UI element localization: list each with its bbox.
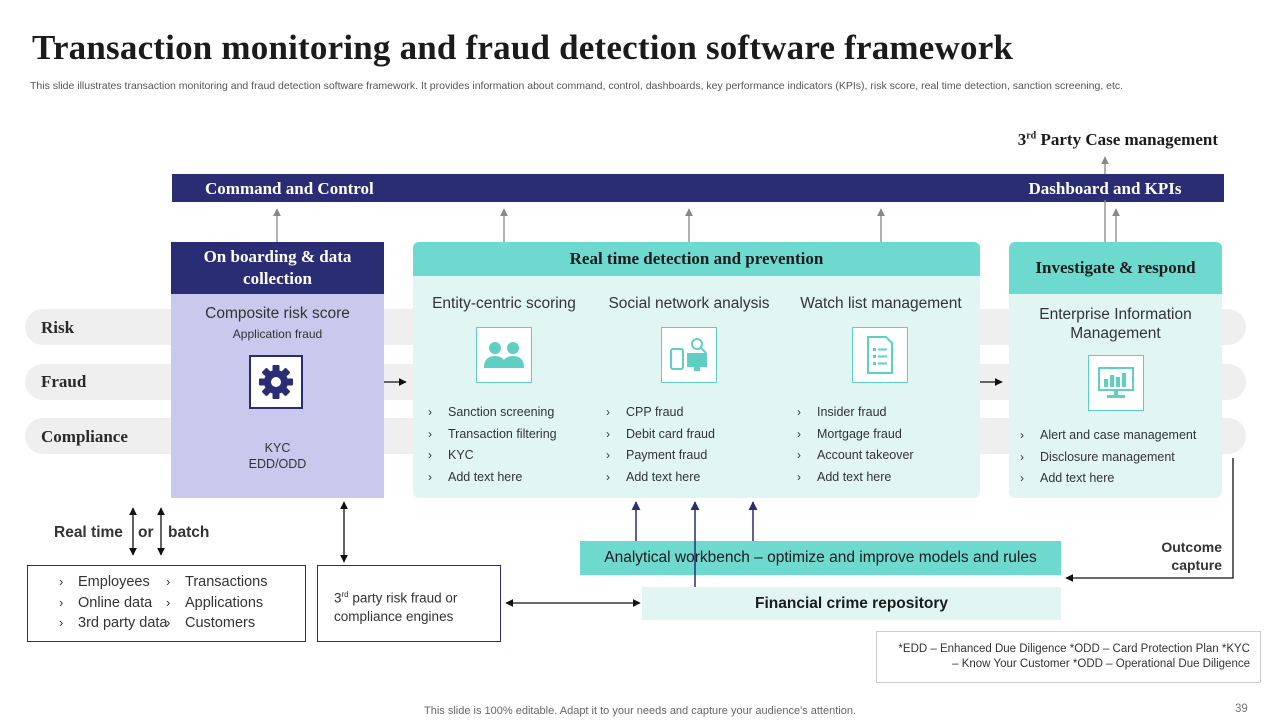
checklist-icon — [852, 327, 908, 383]
social-network-list: ›CPP fraud ›Debit card fraud ›Payment fr… — [606, 402, 715, 488]
list-item: ›Transaction filtering — [428, 426, 557, 441]
investigate-list: ›Alert and case management ›Disclosure m… — [1020, 425, 1196, 490]
outcome-capture-label: Outcome capture — [1161, 539, 1222, 573]
list-item: ›Employees — [59, 574, 150, 590]
command-control-bar — [172, 174, 1224, 202]
legend-line-1: *EDD – Enhanced Due Diligence *ODD – Car… — [898, 643, 1250, 655]
list-item: ›Disclosure management — [1020, 449, 1175, 464]
gear-icon — [249, 355, 303, 409]
list-item: ›Payment fraud — [606, 448, 708, 462]
page-title: Transaction monitoring and fraud detecti… — [32, 28, 1014, 67]
application-fraud-label: Application fraud — [232, 327, 323, 341]
list-item: ›3rd party data — [59, 615, 168, 631]
list-item: ›Add text here — [428, 469, 523, 484]
list-item: ›Alert and case management — [1020, 428, 1197, 442]
dashboard-kpis-label: Dashboard and KPIs — [1028, 179, 1182, 198]
edd-odd-label: EDD/ODD — [248, 457, 307, 471]
third-party-engines-label: 3rd party risk fraud or compliance engin… — [334, 590, 458, 624]
realtime-detection-header: Real time detection and prevention — [413, 242, 980, 276]
social-network-analysis-title: Social network analysis — [608, 295, 770, 312]
row-label-compliance: Compliance — [41, 427, 128, 446]
footer-note: This slide is 100% editable. Adapt it to… — [424, 705, 856, 717]
list-item: ›Mortgage fraud — [797, 426, 902, 441]
watch-list-management-title: Watch list management — [800, 295, 962, 312]
legend-line-2: – Know Your Customer *ODD – Operational … — [952, 657, 1250, 670]
list-item: ›Online data — [59, 594, 153, 611]
list-item: ›Account takeover — [797, 448, 914, 462]
investigate-respond-header: Investigate & respond — [1009, 242, 1222, 294]
real-time-label: Real time — [54, 524, 123, 541]
batch-label: batch — [168, 524, 210, 541]
list-item: ›Add text here — [1020, 471, 1115, 485]
or-label: or — [138, 524, 154, 541]
financial-crime-repository-bar: Financial crime repository — [642, 587, 1061, 620]
command-control-label: Command and Control — [205, 179, 374, 198]
row-label-fraud: Fraud — [41, 372, 87, 391]
composite-risk-score-label: Composite risk score — [205, 305, 350, 322]
abbreviations-legend: *EDD – Enhanced Due Diligence *ODD – Car… — [876, 631, 1261, 683]
analytical-workbench-bar: Analytical workbench – optimize and impr… — [580, 541, 1061, 575]
arrow-outcome-capture — [1065, 458, 1234, 582]
third-party-engines-box — [317, 565, 501, 642]
kyc-label: KYC — [264, 441, 291, 455]
list-item: ›Insider fraud — [797, 405, 887, 419]
monitor-chart-icon — [1088, 355, 1144, 411]
enterprise-information-management-title: Enterprise Information Management — [1039, 306, 1192, 342]
list-item: ›Add text here — [606, 469, 701, 484]
data-sources-box — [27, 565, 306, 642]
list-item: ›Sanction screening — [428, 405, 555, 419]
list-item: ›Customers — [166, 615, 256, 631]
list-item: ›Applications — [166, 594, 264, 611]
entity-centric-scoring-title: Entity-centric scoring — [432, 295, 576, 312]
onboarding-header: On boarding & data collection — [171, 242, 384, 294]
entity-centric-list: ›Sanction screening ›Transaction filteri… — [428, 402, 557, 488]
list-item: ›Transactions — [166, 574, 268, 590]
page-number: 39 — [1235, 703, 1248, 715]
list-item: ›Debit card fraud — [606, 426, 715, 441]
list-item: ›Add text here — [797, 469, 892, 484]
page-subtitle: This slide illustrates transaction monit… — [30, 80, 1124, 92]
row-label-risk: Risk — [41, 318, 75, 337]
third-party-case-management-label: 3rd Party Case management — [1017, 130, 1218, 149]
list-item: ›KYC — [428, 448, 474, 462]
kyc-edd-labels: KYC EDD/ODD — [171, 440, 384, 472]
watch-list-list: ›Insider fraud ›Mortgage fraud ›Account … — [797, 402, 914, 488]
users-icon — [476, 327, 532, 383]
list-item: ›CPP fraud — [606, 405, 684, 419]
devices-icon — [661, 327, 717, 383]
data-sources-right-list: ›Transactions ›Applications ›Customers — [166, 572, 267, 634]
data-sources-left-list: ›Employees ›Online data ›3rd party data — [59, 572, 167, 634]
